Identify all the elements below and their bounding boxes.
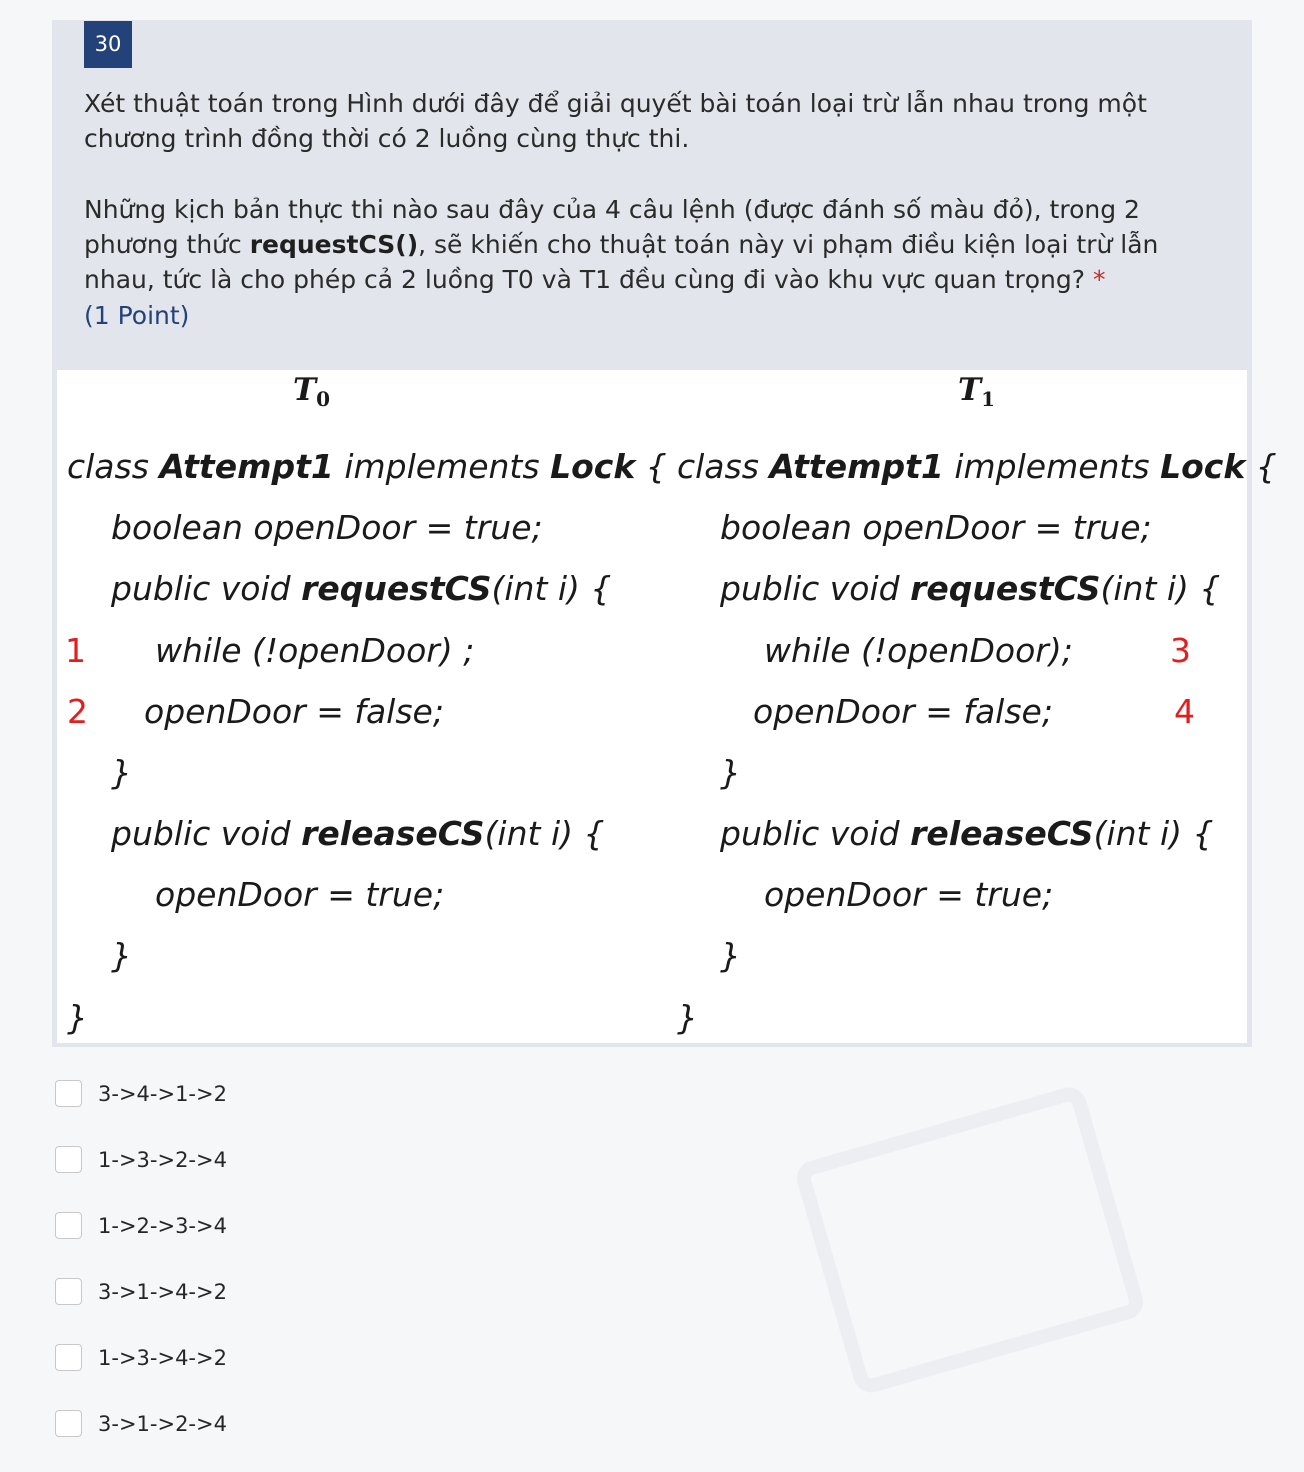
option-3[interactable]: 1->2->3->4 <box>55 1210 455 1242</box>
t1-while-line: while (!openDoor); <box>764 631 1073 670</box>
option-5-checkbox[interactable] <box>55 1344 82 1371</box>
question-card: 30 Xét thuật toán trong Hình dưới đây để… <box>52 20 1277 1047</box>
t1-release-method: public void releaseCS(int i) { <box>720 814 1214 853</box>
option-3-checkbox[interactable] <box>55 1212 82 1239</box>
question-paragraph-2: Những kịch bản thực thi nào sau đây của … <box>84 192 1234 297</box>
option-1-checkbox[interactable] <box>55 1080 82 1107</box>
option-2-checkbox[interactable] <box>55 1146 82 1173</box>
statement-number-1: 1 <box>65 631 86 670</box>
question-paragraph-1: Xét thuật toán trong Hình dưới đây để gi… <box>84 89 1147 153</box>
option-6-label[interactable]: 3->1->2->4 <box>98 1412 227 1436</box>
option-4-checkbox[interactable] <box>55 1278 82 1305</box>
question-text: Xét thuật toán trong Hình dưới đây để gi… <box>84 86 1234 297</box>
t0-request-method: public void requestCS(int i) { <box>111 569 612 608</box>
option-1-label[interactable]: 3->4->1->2 <box>98 1082 227 1106</box>
t1-class-declaration: class Attempt1 implements Lock { <box>677 447 1277 486</box>
background-watermark <box>792 1083 1148 1397</box>
t1-set-false: openDoor = false; <box>753 692 1053 731</box>
option-3-label[interactable]: 1->2->3->4 <box>98 1214 227 1238</box>
t0-release-close: } <box>111 936 132 975</box>
t0-set-false: openDoor = false; <box>144 692 444 731</box>
option-1[interactable]: 3->4->1->2 <box>55 1078 455 1110</box>
option-5[interactable]: 1->3->4->2 <box>55 1342 455 1374</box>
option-6[interactable]: 3->1->2->4 <box>55 1408 455 1440</box>
t1-class-close: } <box>677 998 698 1037</box>
t1-request-method: public void requestCS(int i) { <box>720 569 1221 608</box>
t0-release-method: public void releaseCS(int i) { <box>111 814 605 853</box>
question-paragraph-2-start: Những kịch bản thực thi nào sau đây của … <box>84 195 1140 259</box>
thread-label-t1: T1 <box>958 372 995 411</box>
points-label: (1 Point) <box>84 301 190 330</box>
code-figure: T0 T1 class Attempt1 implements Lock { b… <box>57 370 1277 1043</box>
t1-release-close: } <box>720 936 741 975</box>
t1-field: boolean openDoor = true; <box>720 508 1152 547</box>
t0-set-true: openDoor = true; <box>155 875 445 914</box>
option-2[interactable]: 1->3->2->4 <box>55 1144 455 1176</box>
thread-label-t0: T0 <box>293 372 330 411</box>
option-4[interactable]: 3->1->4->2 <box>55 1276 455 1308</box>
statement-number-2: 2 <box>67 692 88 731</box>
t1-set-true: openDoor = true; <box>764 875 1054 914</box>
method-name-bold: requestCS() <box>249 230 419 259</box>
option-4-label[interactable]: 3->1->4->2 <box>98 1280 227 1304</box>
option-2-label[interactable]: 1->3->2->4 <box>98 1148 227 1172</box>
statement-number-3: 3 <box>1170 631 1191 670</box>
t0-class-close: } <box>67 998 88 1037</box>
option-5-label[interactable]: 1->3->4->2 <box>98 1346 227 1370</box>
required-asterisk: * <box>1092 265 1106 294</box>
statement-number-4: 4 <box>1174 692 1195 731</box>
option-6-checkbox[interactable] <box>55 1410 82 1437</box>
t0-request-close: } <box>111 753 132 792</box>
t0-field: boolean openDoor = true; <box>111 508 543 547</box>
question-number: 30 <box>84 21 132 68</box>
t1-request-close: } <box>720 753 741 792</box>
t0-class-declaration: class Attempt1 implements Lock { <box>67 447 667 486</box>
question-paragraph-2-end: , sẽ khiến cho thuật toán này vi phạm đi… <box>84 230 1159 294</box>
t0-while-line: while (!openDoor) ; <box>155 631 475 670</box>
